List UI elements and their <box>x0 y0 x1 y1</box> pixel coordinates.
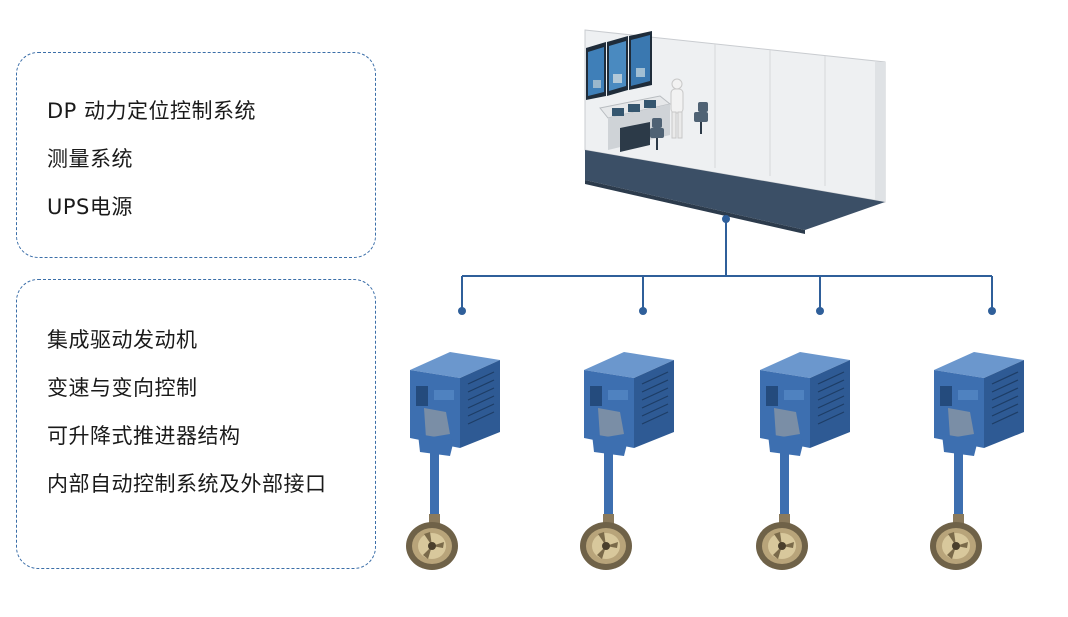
item-auto-control-interface: 内部自动控制系统及外部接口 <box>47 472 327 496</box>
thruster-1 <box>405 351 501 571</box>
item-integrated-drive: 集成驱动发动机 <box>47 328 198 352</box>
connector-node-thruster-1 <box>458 307 466 315</box>
thruster-2 <box>579 351 675 571</box>
item-retractable-structure: 可升降式推进器结构 <box>47 424 241 448</box>
item-dp-control: DP 动力定位控制系统 <box>47 99 257 123</box>
item-speed-direction: 变速与变向控制 <box>47 376 198 400</box>
connector-tree <box>461 219 993 311</box>
control-system-panel: DP 动力定位控制系统 测量系统 UPS电源 <box>16 52 376 258</box>
control-console <box>599 95 672 152</box>
connector-node-thruster-4 <box>988 307 996 315</box>
item-ups-power: UPS电源 <box>47 195 133 219</box>
connector-node-room <box>722 215 730 223</box>
control-room-illustration <box>584 29 886 234</box>
operator-figure <box>670 78 684 139</box>
chairs <box>650 102 708 150</box>
thruster-3 <box>755 351 851 571</box>
item-measurement: 测量系统 <box>47 147 133 171</box>
thruster-features-panel: 集成驱动发动机 变速与变向控制 可升降式推进器结构 内部自动控制系统及外部接口 <box>16 279 376 569</box>
connector-node-thruster-2 <box>639 307 647 315</box>
thruster-4 <box>929 351 1025 571</box>
connector-node-thruster-3 <box>816 307 824 315</box>
monitor-wall <box>586 31 652 100</box>
